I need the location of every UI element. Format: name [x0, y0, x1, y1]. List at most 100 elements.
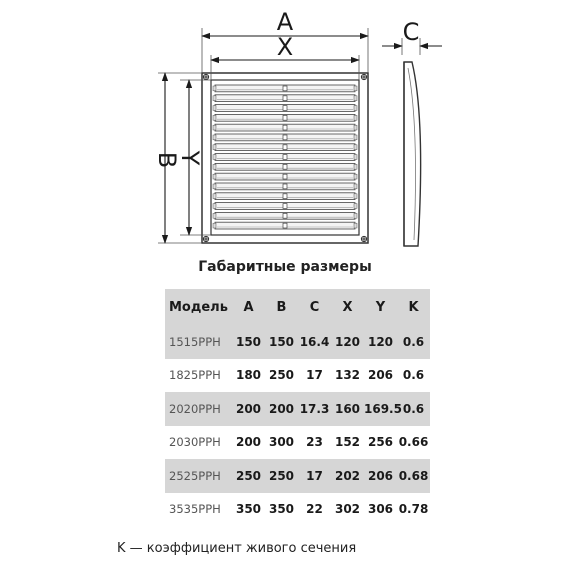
- louver-rib-joint: [282, 203, 288, 209]
- cell-y: 120: [364, 325, 397, 359]
- louver-rib-joint: [282, 193, 288, 199]
- cell-k: 0.6: [397, 392, 430, 426]
- louver-end-cap: [353, 193, 358, 199]
- dimension-lines: [161, 32, 442, 244]
- cell-y: 306: [367, 502, 394, 517]
- cell-a: 350: [235, 502, 262, 517]
- grille-front-view: [201, 72, 369, 244]
- cell-k: 0.6: [402, 368, 425, 383]
- louver-rib-joint: [282, 213, 288, 219]
- cell-x: 302: [334, 502, 361, 517]
- louver-rib-joint: [282, 144, 288, 150]
- louver-end-cap: [353, 173, 358, 180]
- cell-model: 2020PPH: [165, 392, 232, 426]
- louver-rib-joint: [282, 164, 288, 170]
- table-row: 2020PPH 200 200 17.3 160 169.5 0.6: [165, 392, 430, 426]
- louver-end-cap: [212, 213, 217, 219]
- column-header-b: B: [265, 289, 298, 325]
- louver-rib-joint: [282, 124, 288, 131]
- table-row: 2525PPH 250 250 17 202 206 0.68: [165, 459, 430, 493]
- cell-x: 132: [334, 368, 361, 383]
- column-header-c: C: [298, 289, 331, 325]
- column-header-y: Y: [364, 289, 397, 325]
- cell-k: 0.66: [398, 435, 429, 450]
- cell-y: 169.5: [364, 392, 402, 426]
- louver-end-cap: [353, 134, 358, 141]
- louver-rib-joint: [282, 105, 288, 111]
- louver-end-cap: [353, 154, 358, 160]
- louver-end-cap: [212, 144, 217, 150]
- louver-end-cap: [212, 203, 217, 209]
- dimensions-table: Модель A B C X Y K 1515PPH 150 150 16.4 …: [165, 289, 430, 526]
- column-header-model: Модель: [165, 289, 232, 325]
- louver-end-cap: [353, 115, 358, 121]
- louver-end-cap: [353, 222, 358, 229]
- table-header-row: Модель A B C X Y K: [165, 289, 430, 325]
- cell-a: 200: [235, 435, 262, 450]
- louver-rib-joint: [282, 134, 288, 141]
- cell-a: 180: [235, 368, 262, 383]
- cell-b: 200: [265, 392, 298, 426]
- louver-end-cap: [212, 105, 217, 111]
- table-row: 1825PPH 180 250 17 132 206 0.6: [165, 359, 430, 393]
- cell-c: 22: [306, 502, 323, 517]
- louver-end-cap: [212, 154, 217, 160]
- dimension-x-label: X: [277, 33, 293, 61]
- cell-a: 250: [232, 459, 265, 493]
- louver-end-cap: [212, 222, 217, 229]
- cell-x: 202: [331, 459, 364, 493]
- footnote: K — коэффициент живого сечения: [117, 541, 357, 556]
- dimension-b-label: B: [153, 152, 181, 168]
- cell-b: 350: [268, 502, 295, 517]
- cell-k: 0.68: [397, 459, 430, 493]
- cell-model: 1825PPH: [169, 368, 221, 383]
- cell-x: 152: [334, 435, 361, 450]
- cell-model: 3535PPH: [169, 502, 221, 517]
- dimension-y-label: Y: [176, 150, 204, 166]
- louver-end-cap: [212, 164, 217, 170]
- louver-end-cap: [212, 134, 217, 141]
- cell-a: 200: [232, 392, 265, 426]
- mounting-holes: [202, 73, 368, 243]
- louver-end-cap: [212, 124, 217, 131]
- louver-rib-joint: [282, 183, 288, 190]
- column-header-a: A: [232, 289, 265, 325]
- cell-c: 23: [306, 435, 323, 450]
- dimension-c-label: C: [403, 18, 420, 46]
- cell-c: 16.4: [298, 325, 331, 359]
- louver-end-cap: [353, 144, 358, 150]
- column-header-x: X: [331, 289, 364, 325]
- louver-end-cap: [212, 95, 217, 101]
- table-row: 3535PPH 350 350 22 302 306 0.78: [165, 493, 430, 527]
- table-row: 1515PPH 150 150 16.4 120 120 0.6: [165, 325, 430, 359]
- cell-y: 206: [364, 459, 397, 493]
- louver-end-cap: [353, 164, 358, 170]
- louver-end-cap: [353, 183, 358, 190]
- louver-end-cap: [353, 105, 358, 111]
- grille-technical-drawing: A X C B Y: [153, 8, 442, 247]
- grille-side-view: [403, 61, 422, 247]
- cell-model: 2525PPH: [165, 459, 232, 493]
- cell-x: 120: [331, 325, 364, 359]
- dimension-a-label: A: [277, 8, 294, 36]
- cell-y: 206: [367, 368, 394, 383]
- louver-end-cap: [353, 95, 358, 101]
- cell-c: 17.3: [298, 392, 331, 426]
- louver-rib-joint: [282, 173, 288, 180]
- cell-b: 250: [265, 459, 298, 493]
- table-row: 2030PPH 200 300 23 152 256 0.66: [165, 426, 430, 460]
- cell-k: 0.6: [397, 325, 430, 359]
- louver-rib-joint: [282, 95, 288, 101]
- cell-b: 300: [268, 435, 295, 450]
- cell-model: 2030PPH: [169, 435, 221, 450]
- louver-rib-joint: [282, 222, 288, 229]
- louver-end-cap: [212, 115, 217, 121]
- section-title: Габаритные размеры: [198, 259, 372, 275]
- cell-y: 256: [367, 435, 394, 450]
- louver-end-cap: [353, 213, 358, 219]
- cell-model: 1515PPH: [165, 325, 232, 359]
- cell-c: 17: [306, 368, 323, 383]
- louver-end-cap: [212, 173, 217, 180]
- louver-end-cap: [353, 203, 358, 209]
- column-header-k: K: [397, 289, 430, 325]
